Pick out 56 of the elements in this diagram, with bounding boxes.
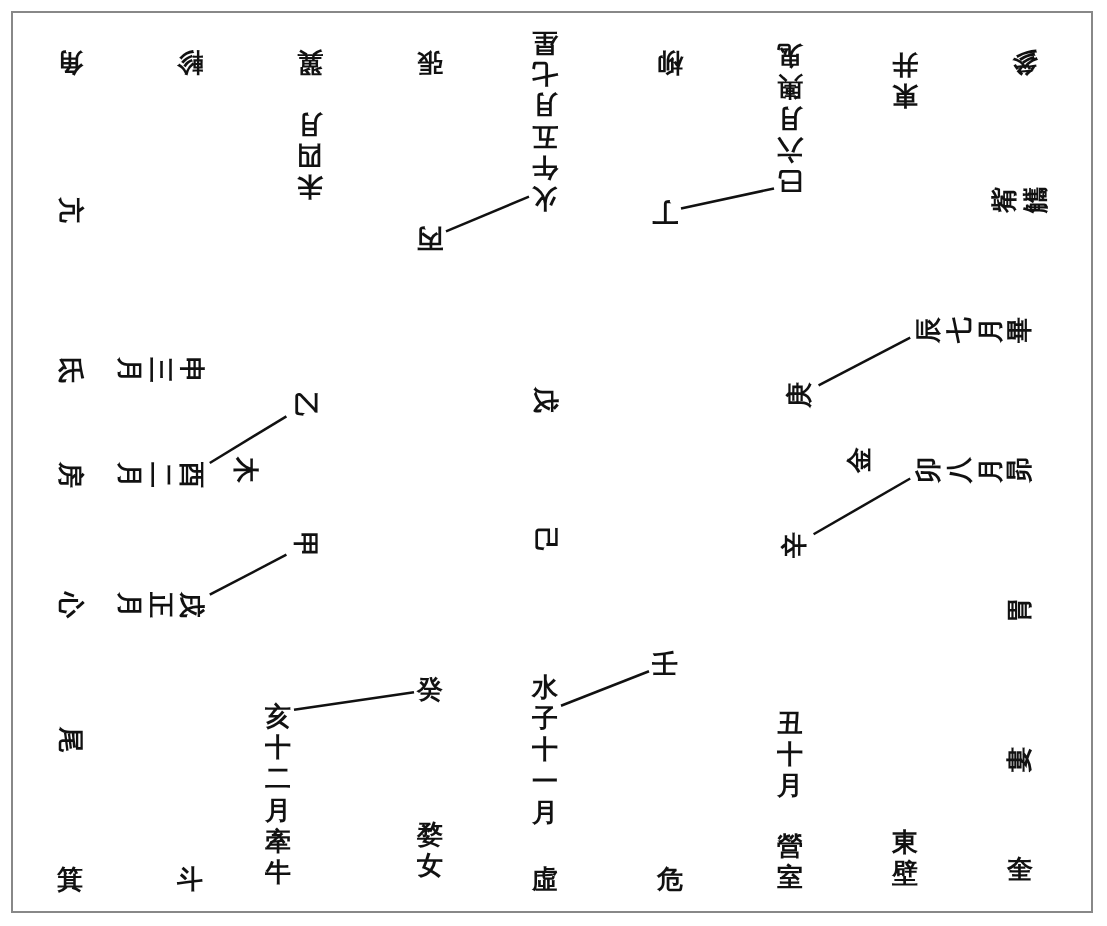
text-label: 水子十一月	[532, 672, 558, 828]
text-label: 斗	[177, 864, 203, 896]
text-label: 奎	[1007, 854, 1033, 886]
leader-line	[209, 553, 287, 596]
text-label: 辛	[779, 532, 811, 558]
leader-line	[445, 195, 530, 233]
leader-line	[680, 187, 775, 210]
text-label: 觜觿	[988, 187, 1051, 213]
text-label: 巳六月輿鬼	[777, 40, 803, 196]
text-label: 戌正月	[113, 592, 207, 618]
text-label: 酉二月	[113, 462, 207, 488]
text-label: 軫	[177, 46, 203, 78]
text-label: 箕	[57, 864, 83, 896]
text-label: 亢	[54, 197, 86, 223]
text-label: 婁	[1004, 747, 1036, 773]
text-label: 未四月	[297, 108, 323, 202]
text-label: 營室	[777, 830, 803, 894]
text-label: 角	[57, 46, 83, 78]
leader-line	[818, 336, 911, 387]
text-label: 丁	[652, 196, 678, 228]
text-label: 丙	[417, 222, 443, 254]
text-label: 東壁	[892, 826, 918, 890]
text-label: 戊	[529, 387, 561, 413]
text-label: 申三月	[113, 357, 207, 383]
text-label: 張	[417, 46, 443, 78]
leader-line	[293, 691, 415, 711]
text-label: 火午五月七星	[532, 26, 558, 214]
text-label: 己	[529, 527, 561, 553]
text-label: 亥十二月牽牛	[265, 701, 291, 889]
text-label: 尾	[54, 727, 86, 753]
text-label: 癸	[417, 674, 443, 706]
text-label: 畢	[1004, 317, 1036, 343]
text-label: 壬	[652, 649, 678, 681]
text-label: 心	[54, 592, 86, 618]
text-label: 翼	[297, 46, 323, 78]
text-label: 危	[657, 864, 683, 896]
text-label: 昴	[1004, 457, 1036, 483]
text-label: 柳	[657, 46, 683, 78]
text-label: 胃	[1004, 597, 1036, 623]
text-label: 庚	[784, 382, 816, 408]
text-label: 甲	[289, 532, 321, 558]
text-label: 婺女	[417, 818, 443, 882]
text-label: 東井	[892, 49, 918, 112]
text-label: 氐	[54, 357, 86, 383]
text-label: 卯八月	[913, 457, 1007, 483]
text-label: 木	[229, 457, 261, 483]
text-label: 金	[844, 447, 876, 473]
text-label: 辰七月	[913, 317, 1007, 343]
text-label: 虛	[532, 864, 558, 896]
leader-line	[560, 670, 650, 707]
leader-line	[209, 415, 288, 465]
text-label: 參	[1012, 46, 1038, 78]
text-label: 丑十月	[777, 708, 803, 802]
leader-line	[812, 477, 911, 536]
text-label: 房	[54, 462, 86, 488]
text-label: 乙	[289, 392, 321, 418]
